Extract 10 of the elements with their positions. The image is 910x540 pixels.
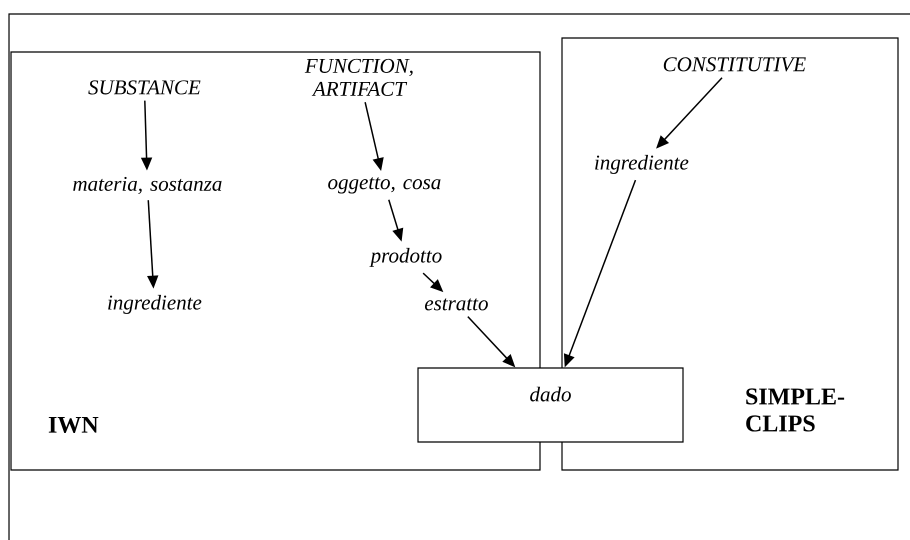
term-label: ingrediente: [595, 154, 688, 174]
term-label: FUNCTION, ARTIFACT: [304, 58, 413, 96]
term-box: dado: [417, 367, 684, 443]
term-label: prodotto: [369, 248, 442, 267]
term-label: estratto: [424, 298, 488, 310]
term-label: oggetto, cosa: [328, 177, 440, 194]
term-label: CONSTITUTIVE: [664, 57, 806, 72]
term-label: SUBSTANCE: [88, 80, 200, 94]
term-label: materia, sostanza: [73, 176, 222, 194]
term-label: ingrediente: [108, 294, 202, 314]
